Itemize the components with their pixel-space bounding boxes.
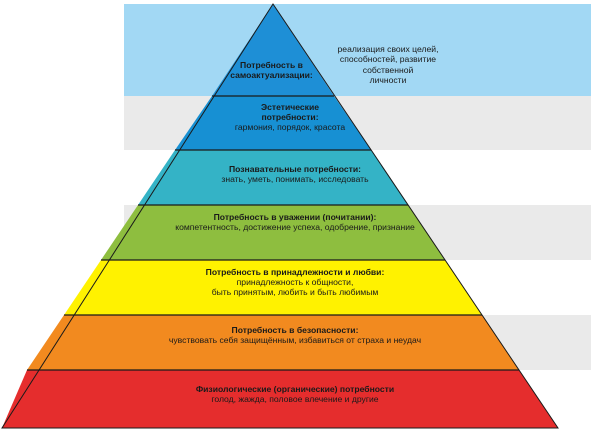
aesthetic-description: гармония, порядок, красота bbox=[234, 121, 346, 132]
belonging-title: Потребность в принадлежности и любви: bbox=[205, 267, 385, 277]
level-self-actualization bbox=[212, 4, 334, 96]
belonging-label: Потребность в принадлежности и любви: пр… bbox=[120, 267, 470, 298]
safety-description: чувствовать себя защищённым, избавиться … bbox=[168, 334, 422, 345]
physiological-label: Физиологические (органические) потребнос… bbox=[60, 384, 530, 405]
level-physiological bbox=[2, 370, 558, 428]
aesthetic-label: Эстетические потребности: гармония, поря… bbox=[220, 102, 360, 133]
level-belonging bbox=[64, 260, 482, 315]
aesthetic-title: Эстетические потребности: bbox=[260, 102, 320, 122]
esteem-description: компетентность, достижение успеха, одобр… bbox=[175, 221, 415, 232]
level-cognitive bbox=[138, 150, 408, 205]
panel-top bbox=[124, 4, 591, 96]
esteem-title: Потребность в уважении (почитании): bbox=[213, 212, 377, 222]
self-actualization-title: Потребность в самоактуализации: bbox=[230, 60, 313, 81]
level-safety bbox=[27, 315, 519, 370]
pyramid-outline bbox=[1, 3, 559, 429]
level-aesthetic bbox=[175, 96, 371, 150]
level-esteem bbox=[101, 205, 445, 260]
physiological-title: Физиологические (органические) потребнос… bbox=[195, 384, 395, 394]
safety-title: Потребность в безопасности: bbox=[231, 325, 359, 335]
belonging-description: принадлежность к общности, быть принятым… bbox=[211, 276, 379, 297]
cognitive-label: Познавательные потребности: знать, уметь… bbox=[180, 164, 410, 185]
safety-label: Потребность в безопасности: чувствовать … bbox=[90, 325, 500, 346]
physiological-description: голод, жажда, половое влечение и другие bbox=[211, 393, 379, 404]
cognitive-description: знать, уметь, понимать, исследовать bbox=[221, 173, 369, 184]
esteem-label: Потребность в уважении (почитании): комп… bbox=[150, 212, 440, 233]
cognitive-title: Познавательные потребности: bbox=[228, 164, 362, 174]
level-separators bbox=[27, 95, 519, 371]
self-actualization-description: реализация своих целей, способностей, ра… bbox=[337, 44, 439, 85]
